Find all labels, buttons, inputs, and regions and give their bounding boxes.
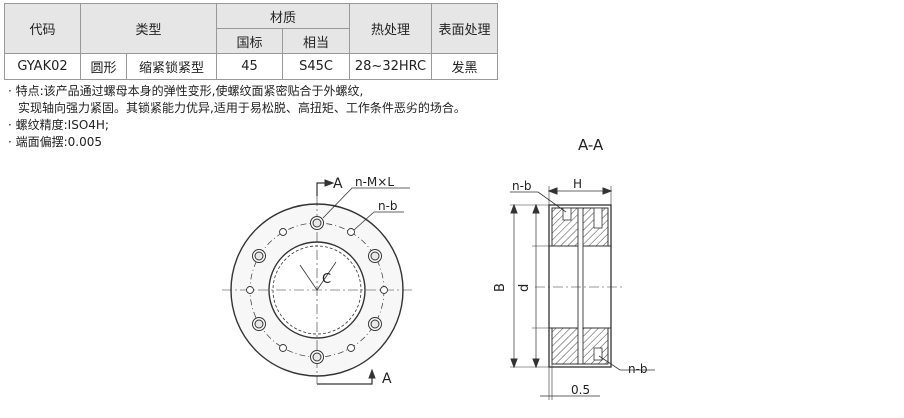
- cell-material-eq: S45C: [282, 53, 350, 80]
- small-holes: [246, 228, 388, 352]
- section-view: [510, 186, 655, 400]
- label-05: 0.5: [571, 383, 590, 397]
- label-nml: n-M×L: [355, 175, 394, 189]
- header-code: 代码: [4, 3, 81, 54]
- cell-material-std: 45: [216, 53, 283, 80]
- label-nb-front: n-b: [378, 199, 398, 213]
- cell-shape: 圆形: [80, 53, 127, 80]
- cell-surface: 发黑: [431, 53, 498, 80]
- label-h: H: [573, 177, 582, 191]
- label-nb-side-bottom: n-b: [628, 362, 648, 376]
- note-face-runout: · 端面偏摆:0.005: [8, 135, 103, 149]
- label-a-bottom: A: [382, 371, 392, 387]
- section-title: A-A: [578, 136, 604, 154]
- header-material-std: 国标: [216, 28, 283, 54]
- spec-table: 代码 类型 材质 热处理 表面处理 国标 相当 GYAK02 圆形 缩紧锁紧型 …: [4, 3, 498, 80]
- note-feature-cont: 实现轴向强力紧固。其锁紧能力优异,适用于易松脱、高扭矩、工作条件恶劣的场合。: [18, 101, 466, 115]
- note-feature: · 特点:该产品通过螺母本身的弹性变形,使螺纹面紧密贴合于外螺纹,: [8, 84, 364, 98]
- cell-code: GYAK02: [4, 53, 81, 80]
- feature-notes: · 特点:该产品通过螺母本身的弹性变形,使螺纹面紧密贴合于外螺纹, 实现轴向强力…: [8, 83, 466, 151]
- front-view: [222, 179, 412, 385]
- label-a-top: A: [333, 176, 343, 192]
- cell-heat: 28~32HRC: [349, 53, 432, 80]
- label-d: d: [517, 284, 532, 292]
- label-nb-side-top: n-b: [512, 179, 532, 193]
- header-material-eq: 相当: [282, 28, 350, 54]
- label-c: C: [322, 272, 331, 287]
- note-thread-accuracy: · 螺纹精度:ISO4H;: [8, 118, 109, 132]
- header-surface: 表面处理: [431, 3, 498, 54]
- cell-type: 缩紧锁紧型: [126, 53, 217, 80]
- label-b: B: [493, 283, 508, 292]
- threaded-holes: [252, 216, 382, 364]
